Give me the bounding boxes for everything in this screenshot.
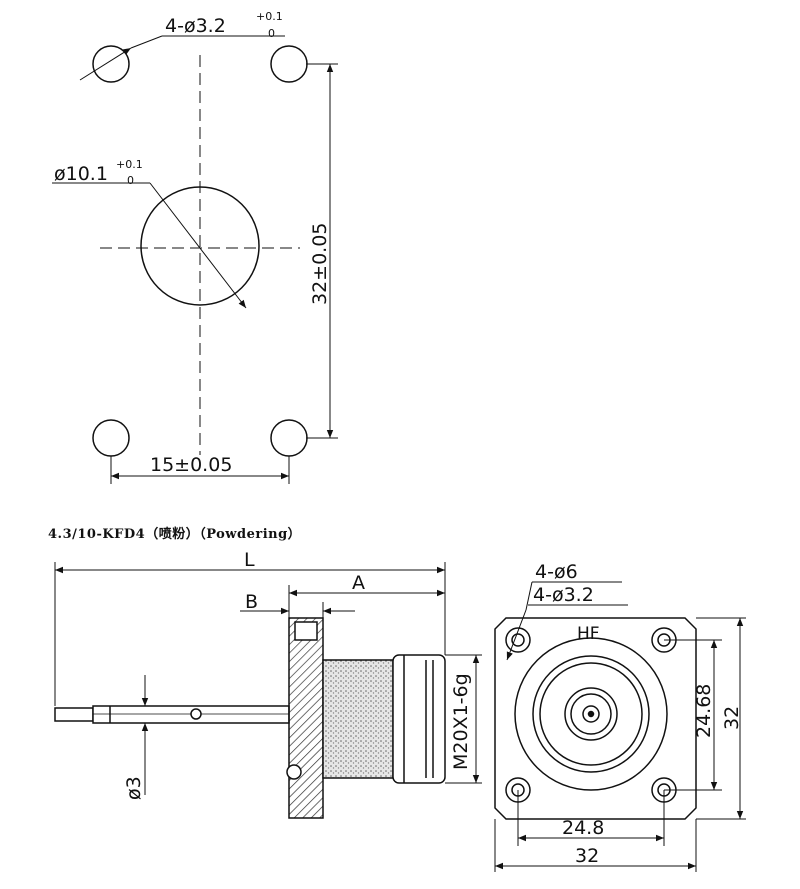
front-contact-inner <box>587 710 595 718</box>
dim-A-label: A <box>352 572 365 594</box>
top-view <box>52 35 338 484</box>
flange-slot-top <box>294 621 318 641</box>
pin-cross-hole <box>190 708 202 720</box>
front-marking: HF <box>577 624 600 644</box>
center-leader <box>149 182 247 309</box>
holes-label: 4-ø3.2 <box>165 15 226 37</box>
thread-label: M20X1-6g <box>450 673 472 770</box>
front-view-labels: 4-ø6 4-ø3.2 HF 24.68 32 24.8 32 <box>533 561 743 867</box>
front-ring-4 <box>564 687 618 741</box>
product-caption: 4.3/10-KFD4（喷粉）（Powdering） <box>48 527 302 542</box>
center-hole-tol-lower: 0 <box>127 174 134 187</box>
front-holes-leader-1 <box>506 609 527 661</box>
center-hole-tol-upper: +0.1 <box>116 158 143 171</box>
coupling-nut <box>392 654 446 784</box>
flange <box>288 617 324 819</box>
front-hole-tl-outer <box>505 627 531 653</box>
front-ring-3 <box>539 662 643 766</box>
mount-hole-top-left <box>92 45 130 83</box>
pin-dia-label: ø3 <box>123 776 145 800</box>
front-contact-outer <box>582 705 600 723</box>
front-dim-outer-v-label: 32 <box>721 706 743 730</box>
top-view-labels: 4-ø3.2 +0.1 0 ø10.1 +0.1 0 32±0.05 15±0.… <box>54 10 331 476</box>
front-dim-outer-h-label: 32 <box>575 845 599 867</box>
front-holes-leader-2 <box>525 581 533 611</box>
flange-pin <box>286 764 302 780</box>
dim-L-label: L <box>244 549 255 571</box>
front-dim-inner-v-label: 24.68 <box>693 684 715 738</box>
pin-tip <box>54 707 94 722</box>
mount-hole-bottom-left <box>92 419 130 457</box>
mount-hole-top-right <box>270 45 308 83</box>
center-hole <box>140 186 260 306</box>
front-holes-outer-label: 4-ø6 <box>535 561 578 583</box>
front-ring-5 <box>570 693 612 735</box>
mount-hole-bottom-right <box>270 419 308 457</box>
front-view <box>494 581 746 872</box>
connector-body <box>322 659 394 779</box>
holes-label-tol-lower: 0 <box>268 27 275 40</box>
front-holes-inner-label: 4-ø3.2 <box>533 584 594 606</box>
front-ring-2 <box>532 655 650 773</box>
holes-label-tol-upper: +0.1 <box>256 10 283 23</box>
dim-B-label: B <box>245 591 258 613</box>
holes-leader <box>79 47 132 81</box>
holes-leader-tail <box>130 35 163 49</box>
side-view <box>54 562 482 819</box>
front-dim-inner-h-label: 24.8 <box>562 817 604 839</box>
center-hole-label: ø10.1 <box>54 163 108 185</box>
side-view-labels: L A B M20X1-6g ø3 <box>123 549 472 800</box>
front-hole-tl-inner <box>511 633 525 647</box>
front-flange-outline <box>494 617 697 820</box>
vertical-dim-label: 32±0.05 <box>309 223 331 305</box>
horizontal-dim-label: 15±0.05 <box>150 454 232 476</box>
front-ring-1 <box>514 637 668 791</box>
